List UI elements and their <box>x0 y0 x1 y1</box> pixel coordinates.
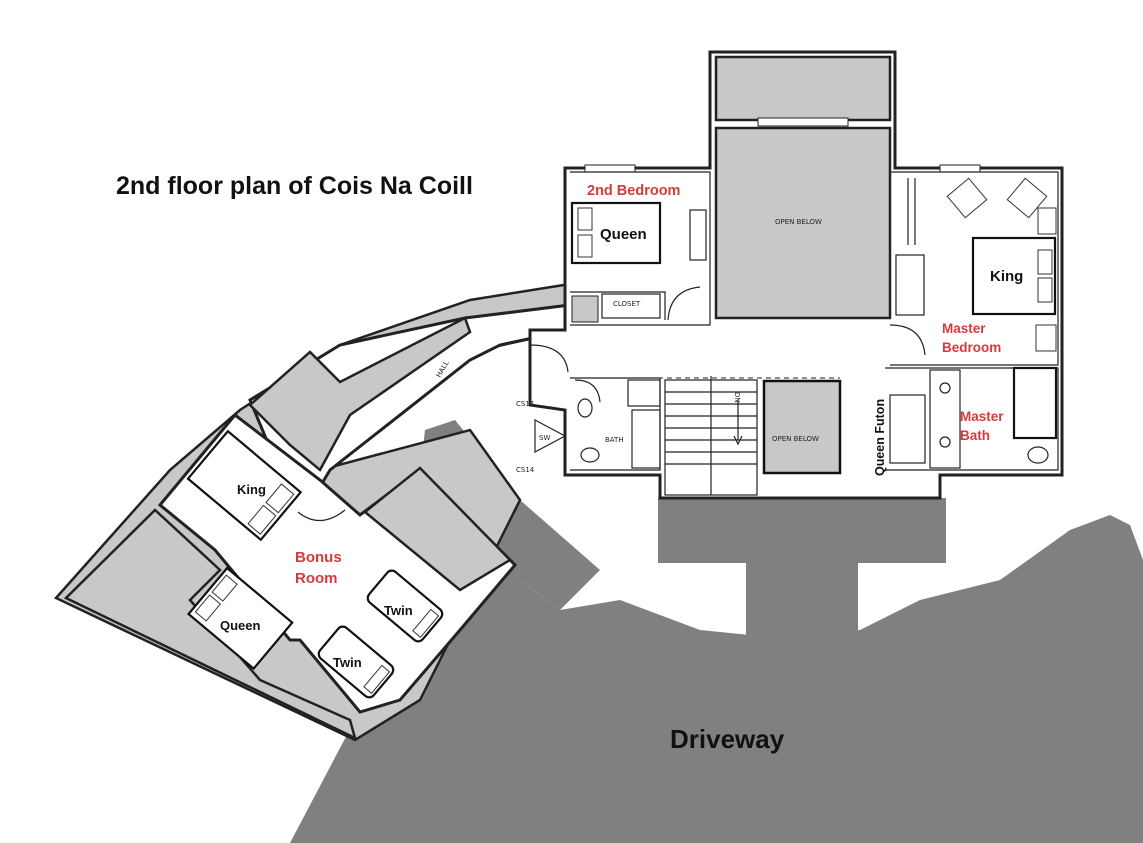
label-open-below-top: OPEN BELOW <box>775 218 822 226</box>
bonus-roof-right <box>363 466 513 592</box>
master-vanity <box>929 369 961 469</box>
label-twin-2: Twin <box>333 655 362 670</box>
label-master-bath-1: Master <box>960 409 1004 424</box>
hall-tub <box>631 409 661 469</box>
window-2nd-bed <box>584 164 636 173</box>
driveway-apron <box>658 498 946 563</box>
label-closet: CLOSET <box>613 300 641 308</box>
bonus-king-bed <box>186 429 303 542</box>
sw-marker <box>534 419 567 453</box>
label-bonus-room-1: Bonus <box>295 549 342 566</box>
label-bonus-room-2: Room <box>295 570 338 587</box>
label-second-queen: Queen <box>600 226 647 243</box>
sink-1 <box>939 382 951 394</box>
door-2nd-bed <box>667 286 701 321</box>
master-toilet <box>1027 446 1049 464</box>
driveway-path <box>746 560 858 640</box>
bonus-twin-bed-2 <box>317 625 395 699</box>
hall-roof-grey <box>248 316 472 472</box>
window-top <box>757 117 849 127</box>
open-below-stair <box>762 379 842 475</box>
open-below-large <box>714 126 892 320</box>
label-twin-1: Twin <box>384 603 413 618</box>
window-master <box>939 164 981 173</box>
label-stair-dn: DN <box>733 392 741 403</box>
second-bedroom-walls <box>570 171 711 326</box>
bonus-door-arc <box>297 509 346 522</box>
stairs <box>664 376 758 496</box>
hall-door <box>529 344 569 373</box>
label-master-bath-2: Bath <box>960 428 990 443</box>
label-sw: SW <box>539 434 550 442</box>
hall-toilet <box>580 447 600 463</box>
label-master-king: King <box>990 268 1023 285</box>
label-bonus-king: King <box>237 482 266 497</box>
desk-2nd-bed <box>689 209 707 261</box>
closet-box <box>601 293 661 319</box>
bonus-queen-bed <box>186 566 294 671</box>
master-side-table <box>1037 207 1057 235</box>
second-bedroom-inner <box>570 291 666 320</box>
master-king-bed <box>971 236 1057 316</box>
bonus-twin-bed-1 <box>366 569 444 643</box>
master-bath-walls <box>885 367 1059 471</box>
master-wardrobe <box>907 178 916 245</box>
label-cs14-bottom: CS14 <box>516 466 535 474</box>
top-roof <box>714 55 892 122</box>
master-tub <box>895 254 925 316</box>
label-bonus-queen: Queen <box>220 618 261 633</box>
queen-futon <box>889 394 926 464</box>
main-house <box>528 50 1064 500</box>
sink-2 <box>939 436 951 448</box>
label-master-bedroom-1: Master <box>942 321 986 336</box>
label-master-bedroom-2: Bedroom <box>942 340 1001 355</box>
label-queen-futon: Queen Futon <box>873 399 887 476</box>
master-door <box>889 324 926 356</box>
plan-title: 2nd floor plan of Cois Na Coill <box>116 172 473 200</box>
master-chair-2 <box>1006 177 1048 219</box>
label-bath: BATH <box>605 436 624 444</box>
label-open-below-stair: OPEN BELOW <box>772 435 819 443</box>
hall-sink <box>577 398 593 418</box>
master-walls <box>890 171 1059 366</box>
bonus-wing <box>53 282 572 742</box>
master-shower <box>1012 366 1058 440</box>
bath-door <box>574 379 601 403</box>
label-second-bedroom: 2nd Bedroom <box>587 183 680 199</box>
label-cs14-top: CS14 <box>516 400 535 408</box>
second-bedroom-queen-bed <box>570 201 662 265</box>
hall-linen <box>627 379 661 407</box>
master-side-table-2 <box>1035 324 1057 352</box>
closet-grey <box>571 295 599 323</box>
label-driveway: Driveway <box>670 724 785 754</box>
master-chair-1 <box>946 177 988 219</box>
